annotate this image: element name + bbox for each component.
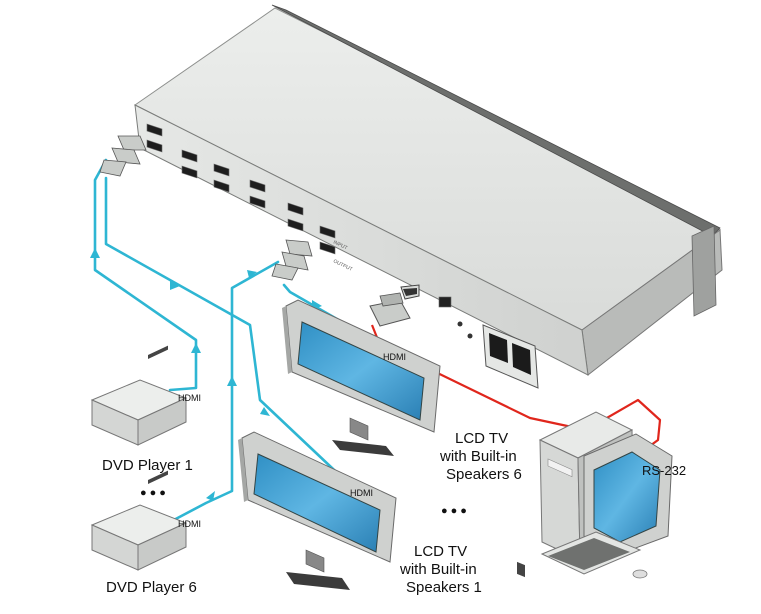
hdmi-port (249, 179, 266, 193)
computer (538, 411, 673, 579)
dvd-ellipsis: ●●● (140, 487, 169, 499)
output-label: OUTPUT (332, 258, 353, 272)
dvd6-hdmi-label: HDMI (178, 519, 201, 529)
tv6-label-line3: Speakers 6 (446, 466, 522, 483)
lcd-tv-1 (238, 431, 397, 590)
switcher-rack-ear-right (691, 225, 717, 317)
lcd-tv-6 (282, 299, 441, 456)
tv-ellipsis: ●●● (441, 505, 470, 517)
arrow-right (260, 407, 270, 416)
rs232-label: RS-232 (642, 463, 686, 478)
arrow-right (206, 491, 215, 501)
rs232-plug (369, 292, 411, 327)
arrow-right (170, 280, 180, 290)
switcher-rear-panel (134, 104, 589, 376)
dvd-player-6 (90, 470, 188, 571)
hdmi-port (146, 123, 163, 137)
dvd6-label: DVD Player 6 (106, 579, 197, 596)
hdmi-plugs-output (271, 239, 313, 281)
tv6-hdmi-label: HDMI (383, 352, 406, 362)
hdmi-cable-dvd6 (168, 260, 280, 524)
arrow-up (191, 343, 201, 353)
rs232-port (400, 284, 420, 300)
tv1-label-line1: LCD TV (414, 543, 467, 560)
hdmi-port (213, 163, 230, 177)
hdmi-port (319, 225, 336, 239)
hdmi-port (181, 165, 198, 179)
tv1-label-line3: Speakers 1 (406, 579, 482, 596)
matrix-switcher: INPUT OUTPUT (134, 4, 723, 578)
hdmi-port (213, 179, 230, 193)
tv1-label-line2: with Built-in (399, 561, 477, 578)
dvd1-hdmi-label: HDMI (178, 393, 201, 403)
hdmi-port-array (146, 123, 336, 255)
hdmi-plugs-input (99, 135, 147, 177)
hdmi-port (181, 149, 198, 163)
hdmi-cable-dvd1 (93, 158, 198, 392)
hdmi-port (319, 241, 336, 255)
ethernet-port (438, 296, 452, 308)
power-module (482, 324, 539, 578)
arrow-right (247, 270, 257, 278)
arrow-up (227, 376, 237, 386)
arrow-up (90, 248, 100, 258)
hdmi-port (287, 202, 304, 216)
tv6-label-line2: with Built-in (439, 448, 517, 465)
led-indicator (467, 333, 473, 339)
input-label: INPUT (332, 239, 348, 251)
tv6-label-line1: LCD TV (455, 430, 508, 447)
switcher-rack-ear (271, 4, 721, 237)
reset-button (457, 321, 463, 327)
tv1-hdmi-label: HDMI (350, 488, 373, 498)
hdmi-port (249, 195, 266, 209)
hdmi-port (146, 139, 163, 153)
dvd-player-1 (90, 345, 188, 446)
dvd1-label: DVD Player 1 (102, 457, 193, 474)
hdmi-port (287, 218, 304, 232)
